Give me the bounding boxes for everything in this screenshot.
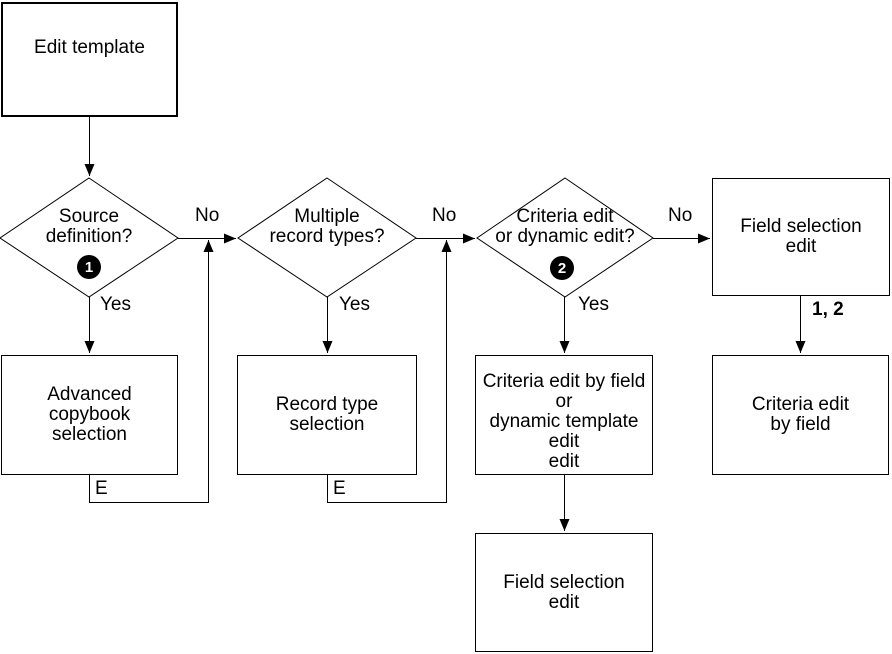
- node-field-selection-edit-top: Field selection edit: [712, 178, 890, 296]
- node-criteria-edit-by-field-or-dynamic: Criteria edit by field or dynamic templa…: [475, 355, 653, 475]
- edge-label-exit-2: E: [333, 478, 346, 499]
- decision-multiple-record-types-shape: [237, 177, 417, 298]
- edge-label-no-2: No: [432, 205, 457, 226]
- edge-label-one-two: 1, 2: [812, 299, 844, 320]
- badge-1: 1: [77, 255, 101, 279]
- decision-source-definition-shape: [0, 177, 179, 298]
- node-advanced-copybook-selection: Advanced copybook selection: [1, 355, 178, 475]
- node-record-type-selection: Record type selection: [237, 355, 417, 475]
- node-criteria-edit-by-field: Criteria edit by field: [712, 355, 889, 475]
- edge-label-no-3: No: [668, 205, 693, 226]
- node-edit-template: Edit template: [1, 2, 178, 117]
- edge-label-yes-3: Yes: [578, 294, 609, 315]
- node-field-selection-edit-bottom: Field selection edit: [475, 533, 653, 652]
- edge-exit-loop-advanced-copybook: [89, 240, 214, 503]
- edge-label-exit-1: E: [95, 478, 108, 499]
- badge-2: 2: [550, 256, 574, 280]
- edge-label-yes-2: Yes: [339, 294, 370, 315]
- edge-label-yes-1: Yes: [100, 294, 131, 315]
- edge-exit-loop-record-type: [327, 240, 452, 503]
- edge-label-no-1: No: [195, 205, 220, 226]
